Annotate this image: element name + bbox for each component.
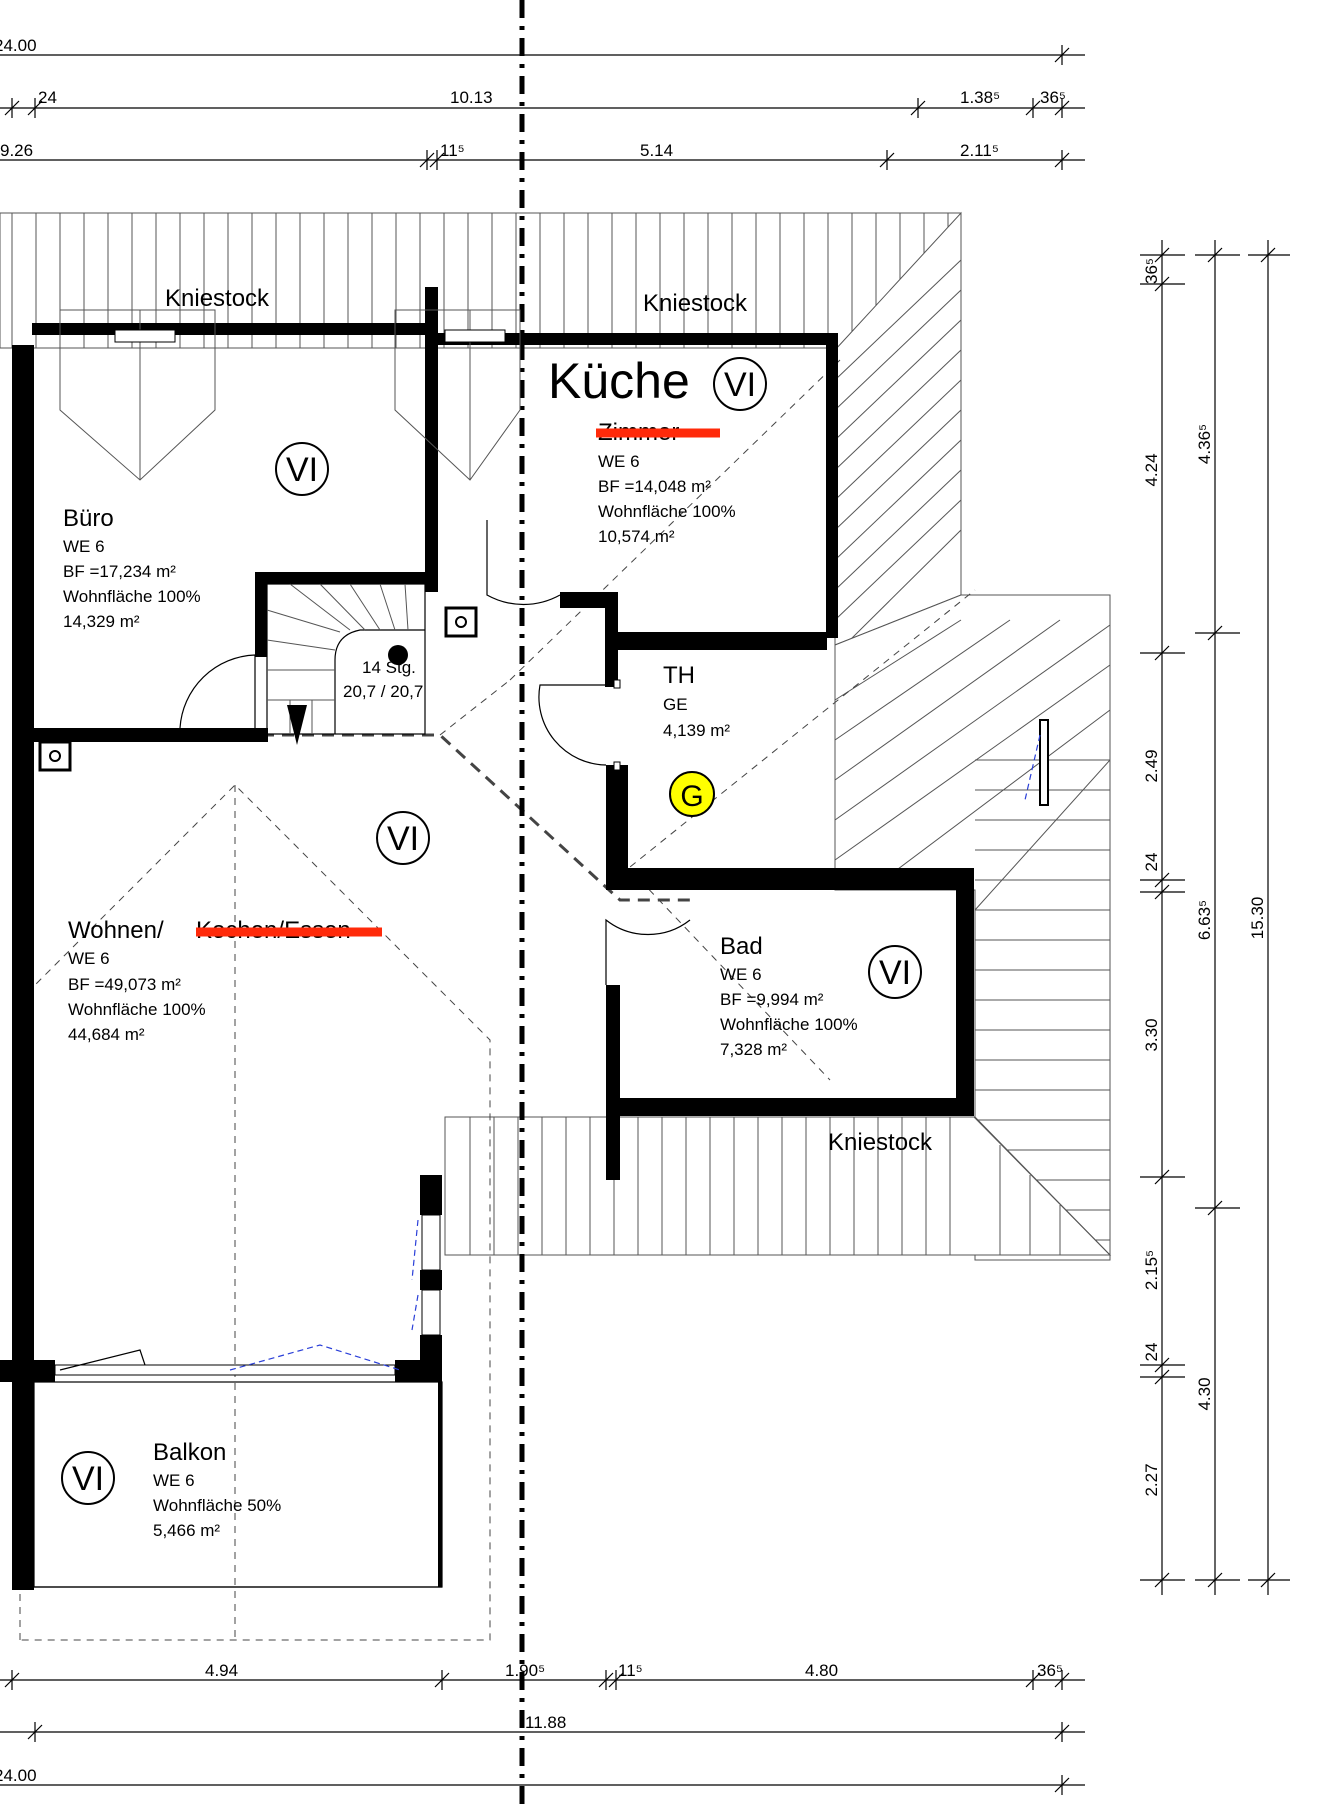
room-bf: BF =49,073 m² (68, 975, 181, 994)
room-wohnen: Wohnen/ Kochen/Essen WE 6 BF =49,073 m² … (68, 917, 382, 1044)
top-dimensions: 24.00 24 10.13 1.38⁵ 36⁵ 9.26 11⁵ 5.14 2… (0, 36, 1085, 170)
room-area: 44,684 m² (68, 1025, 145, 1044)
dim-top-2115: 2.11⁵ (960, 141, 999, 160)
room-unit: WE 6 (598, 452, 640, 471)
room-unit: WE 6 (63, 537, 105, 556)
room-wohnflaeche: Wohnfläche 100% (68, 1000, 206, 1019)
dim-right-249: 2.49 (1142, 749, 1161, 782)
dim-right-424: 4.24 (1142, 453, 1161, 486)
kniestock-label-bottom: Kniestock (828, 1129, 933, 1156)
dim-top-365: 36⁵ (1040, 88, 1066, 107)
room-unit: WE 6 (720, 965, 762, 984)
staircase (266, 583, 426, 745)
room-name-kept: Wohnen/ (68, 917, 164, 944)
dim-right-2155: 2.15⁵ (1142, 1250, 1161, 1290)
dim-bottom-365: 36⁵ (1037, 1661, 1063, 1680)
walls (0, 287, 974, 1590)
balcony-doors (54, 1214, 441, 1376)
room-area: 10,574 m² (598, 527, 675, 546)
dim-right-1530: 15.30 (1248, 897, 1267, 940)
kniestock-label-right: Kniestock (643, 290, 748, 317)
dim-right-24a: 24 (1142, 853, 1161, 872)
dim-top-total: 24.00 (0, 36, 37, 55)
room-name: Bad (720, 933, 763, 960)
dim-right-430: 4.30 (1195, 1377, 1214, 1410)
dim-right-6635: 6.63⁵ (1195, 900, 1214, 940)
room-name-new: Küche (548, 353, 690, 409)
room-bad: Bad WE 6 BF =9,994 m² Wohnfläche 100% 7,… (720, 933, 858, 1059)
dim-bottom-1905: 1.90⁵ (505, 1661, 545, 1680)
right-dimensions: 36⁵ 4.24 2.49 24 3.30 2.15⁵ 24 2.27 4.36… (1140, 240, 1290, 1595)
mark-vi-balkon: VI (72, 1460, 104, 1498)
mark-vi-bad: VI (879, 954, 911, 992)
mark-vi-wohnen: VI (387, 820, 419, 858)
doors (179, 520, 691, 985)
room-area: 14,329 m² (63, 612, 140, 631)
category-marks: VI VI VI VI VI G (61, 357, 922, 1505)
mark-vi-kueche: VI (724, 366, 756, 404)
dim-top-926: 9.26 (0, 141, 33, 160)
room-kueche: Küche Zimmer WE 6 BF =14,048 m² Wohnfläc… (548, 353, 736, 546)
room-balkon: Balkon WE 6 Wohnfläche 50% 5,466 m² (153, 1439, 281, 1540)
room-buero: Büro WE 6 BF =17,234 m² Wohnfläche 100% … (63, 505, 201, 631)
kniestock-label-left: Kniestock (165, 285, 270, 312)
dim-top-1013: 10.13 (450, 88, 493, 107)
dim-top-1385: 1.38⁵ (960, 88, 1000, 107)
dim-right-227: 2.27 (1142, 1463, 1161, 1496)
dim-top-115: 11⁵ (440, 141, 465, 160)
dim-right-330: 3.30 (1142, 1018, 1161, 1051)
dim-right-365: 36⁵ (1142, 258, 1161, 284)
room-bf: BF =9,994 m² (720, 990, 824, 1009)
room-th: TH GE 4,139 m² (663, 662, 730, 740)
room-wohnflaeche: Wohnfläche 50% (153, 1496, 281, 1515)
room-unit: WE 6 (68, 949, 110, 968)
roof-windows (59, 309, 521, 481)
dim-right-4365: 4.36⁵ (1195, 424, 1214, 464)
stairs-steps: 14 Stg. (362, 658, 416, 677)
room-bf: BF =17,234 m² (63, 562, 176, 581)
stairs-ratio: 20,7 / 20,7 (343, 682, 423, 701)
dim-right-24b: 24 (1142, 1343, 1161, 1362)
room-unit: GE (663, 695, 688, 714)
room-wohnflaeche: Wohnfläche 100% (63, 587, 201, 606)
bottom-dimensions: 4.94 1.90⁵ 11⁵ 4.80 36⁵ 11.88 24.00 (0, 1661, 1085, 1795)
room-name: Balkon (153, 1439, 226, 1466)
room-bf: BF =14,048 m² (598, 477, 711, 496)
room-name: Büro (63, 505, 114, 532)
room-wohnflaeche: Wohnfläche 100% (598, 502, 736, 521)
dim-bottom-115: 11⁵ (618, 1661, 643, 1680)
mark-vi-buero: VI (286, 451, 318, 489)
shafts (38, 606, 478, 772)
gas-mark: G (680, 780, 703, 813)
dim-bottom-1188: 11.88 (525, 1713, 566, 1732)
room-area: 4,139 m² (663, 721, 730, 740)
room-area: 7,328 m² (720, 1040, 787, 1059)
room-wohnflaeche: Wohnfläche 100% (720, 1015, 858, 1034)
dim-top-514: 5.14 (640, 141, 673, 160)
room-unit: WE 6 (153, 1471, 195, 1490)
dim-top-24: 24 (38, 88, 57, 107)
dim-bottom-494: 4.94 (205, 1661, 238, 1680)
room-area: 5,466 m² (153, 1521, 220, 1540)
dim-bottom-480: 4.80 (805, 1661, 838, 1680)
room-name: TH (663, 662, 695, 689)
dim-bottom-total: 24.00 (0, 1766, 37, 1785)
